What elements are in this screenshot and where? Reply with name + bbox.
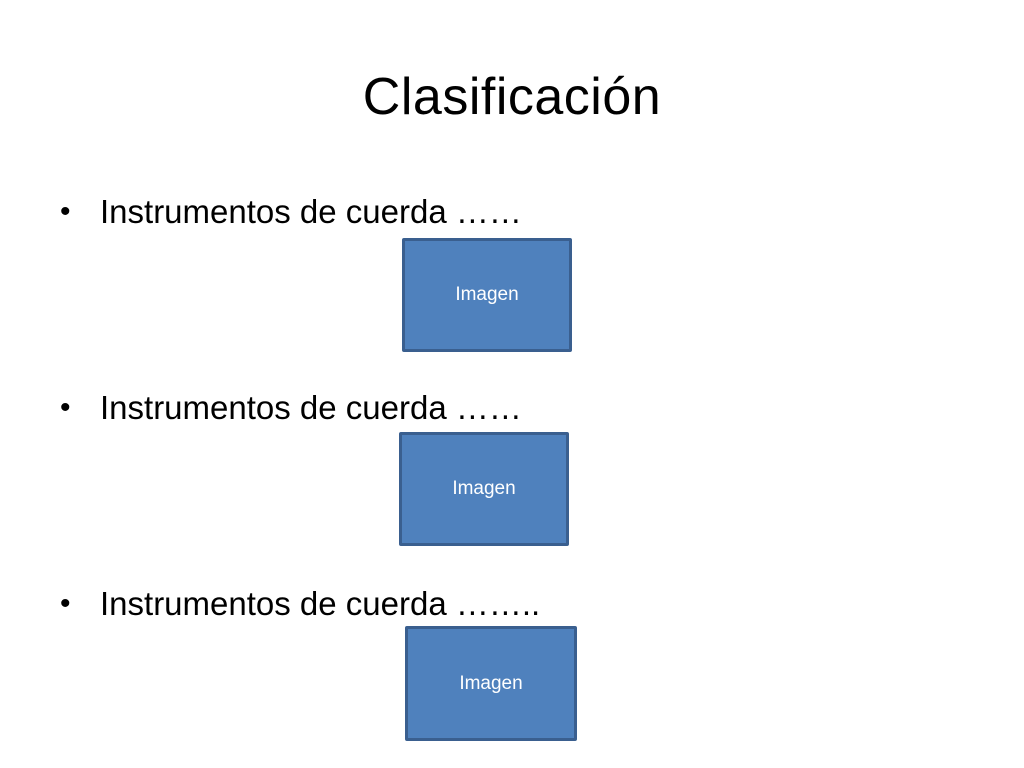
- image-placeholder-1: Imagen: [402, 238, 572, 352]
- bullet-text: Instrumentos de cuerda ……..: [100, 585, 541, 622]
- bullet-dot: •: [60, 587, 71, 620]
- slide-title: Clasificación: [362, 68, 662, 126]
- image-placeholder-label: Imagen: [455, 284, 519, 305]
- bullet-text: Instrumentos de cuerda ……: [100, 389, 522, 426]
- bullet-dot: •: [60, 391, 71, 424]
- bullet-item-1: • Instrumentos de cuerda ……: [60, 190, 522, 234]
- image-placeholder-label: Imagen: [452, 478, 516, 499]
- image-placeholder-label: Imagen: [459, 672, 523, 694]
- bullet-item-2: • Instrumentos de cuerda ……: [60, 386, 522, 430]
- image-placeholder-3: Imagen: [405, 626, 577, 741]
- image-placeholder-2: Imagen: [399, 432, 569, 546]
- bullet-dot: •: [60, 195, 71, 228]
- bullet-text: Instrumentos de cuerda ……: [100, 193, 522, 230]
- bullet-item-3: • Instrumentos de cuerda ……..: [60, 582, 540, 626]
